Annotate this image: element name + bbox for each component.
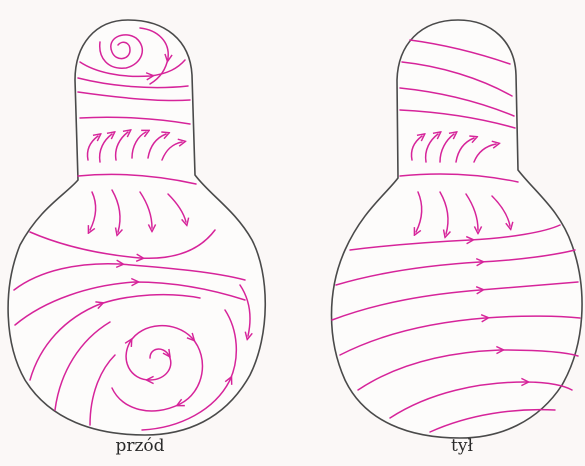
front-body-outline — [8, 20, 265, 435]
back-body-outline — [332, 20, 583, 438]
back-caption: tył — [402, 436, 522, 456]
back-panel — [332, 20, 583, 438]
front-caption: przód — [80, 436, 200, 456]
front-panel — [8, 20, 265, 435]
